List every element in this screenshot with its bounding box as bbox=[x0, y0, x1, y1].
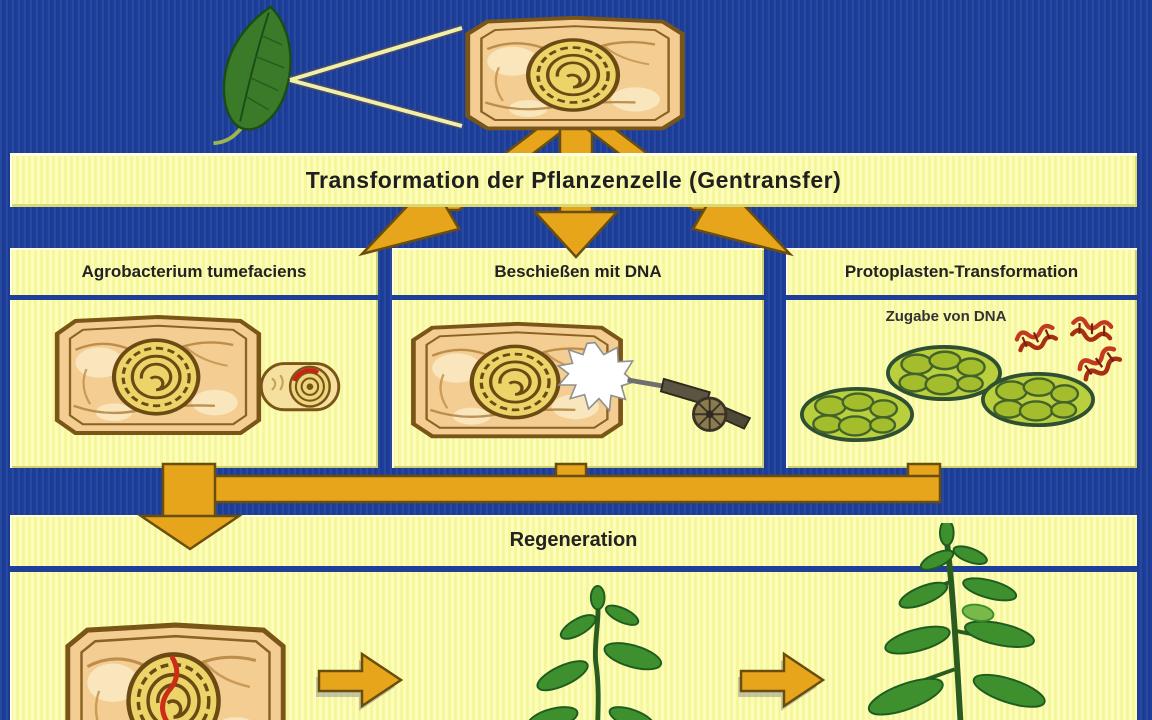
panel-regeneration-header: Regeneration bbox=[10, 515, 1137, 572]
panel-gene-gun-content bbox=[392, 300, 764, 468]
protoplast-icon bbox=[796, 386, 918, 443]
panel-agrobacterium-title: Agrobacterium tumefaciens bbox=[81, 261, 307, 281]
panel-gene-gun-title: Beschießen mit DNA bbox=[494, 261, 662, 281]
gene-gun-cannon-icon bbox=[627, 377, 752, 432]
plant-cell-with-inserted-dna bbox=[58, 620, 293, 720]
dna-burst-icon bbox=[556, 341, 635, 413]
panel-gene-gun-header: Beschießen mit DNA bbox=[392, 248, 764, 300]
arrow-right-icon bbox=[737, 647, 827, 713]
collector-bar bbox=[161, 474, 942, 504]
plasmid-dna-arc bbox=[292, 368, 320, 382]
down-arrow-shaft bbox=[161, 462, 217, 524]
panel-protoplast-title: Protoplasten-Transformation bbox=[844, 261, 1079, 281]
magnification-lines bbox=[288, 24, 464, 130]
panel-protoplast-content: Zugabe von DNA bbox=[786, 300, 1137, 468]
leaf-illustration bbox=[213, 5, 292, 146]
arrow-right-icon bbox=[315, 647, 405, 713]
panel-protoplast: Protoplasten-Transformation Zugabe von D… bbox=[786, 248, 1137, 468]
zugabe-von-dna-label: Zugabe von DNA bbox=[885, 308, 1007, 325]
panel-protoplast-header: Protoplasten-Transformation bbox=[786, 248, 1137, 300]
regenerated-plant-illustration bbox=[867, 523, 1046, 720]
panel-regeneration-title: Regeneration bbox=[509, 529, 638, 551]
dna-fragment-icon bbox=[1072, 338, 1135, 390]
plant-cell-illustration-top bbox=[458, 14, 692, 136]
petri-dish-with-plantlet bbox=[527, 584, 663, 720]
panel-agrobacterium-header: Agrobacterium tumefaciens bbox=[10, 248, 378, 300]
banner-title: Transformation der Pflanzenzelle (Gentra… bbox=[305, 166, 842, 193]
banner: Transformation der Pflanzenzelle (Gentra… bbox=[10, 153, 1137, 207]
agrobacterium-illustration bbox=[259, 362, 341, 412]
plant-cell-illustration bbox=[48, 313, 268, 441]
panel-gene-gun: Beschießen mit DNA bbox=[392, 248, 764, 468]
panel-agrobacterium-content bbox=[10, 300, 378, 468]
panel-agrobacterium: Agrobacterium tumefaciens bbox=[10, 248, 378, 468]
panel-regeneration-content bbox=[10, 572, 1137, 720]
inserted-dna-strand bbox=[160, 655, 180, 720]
